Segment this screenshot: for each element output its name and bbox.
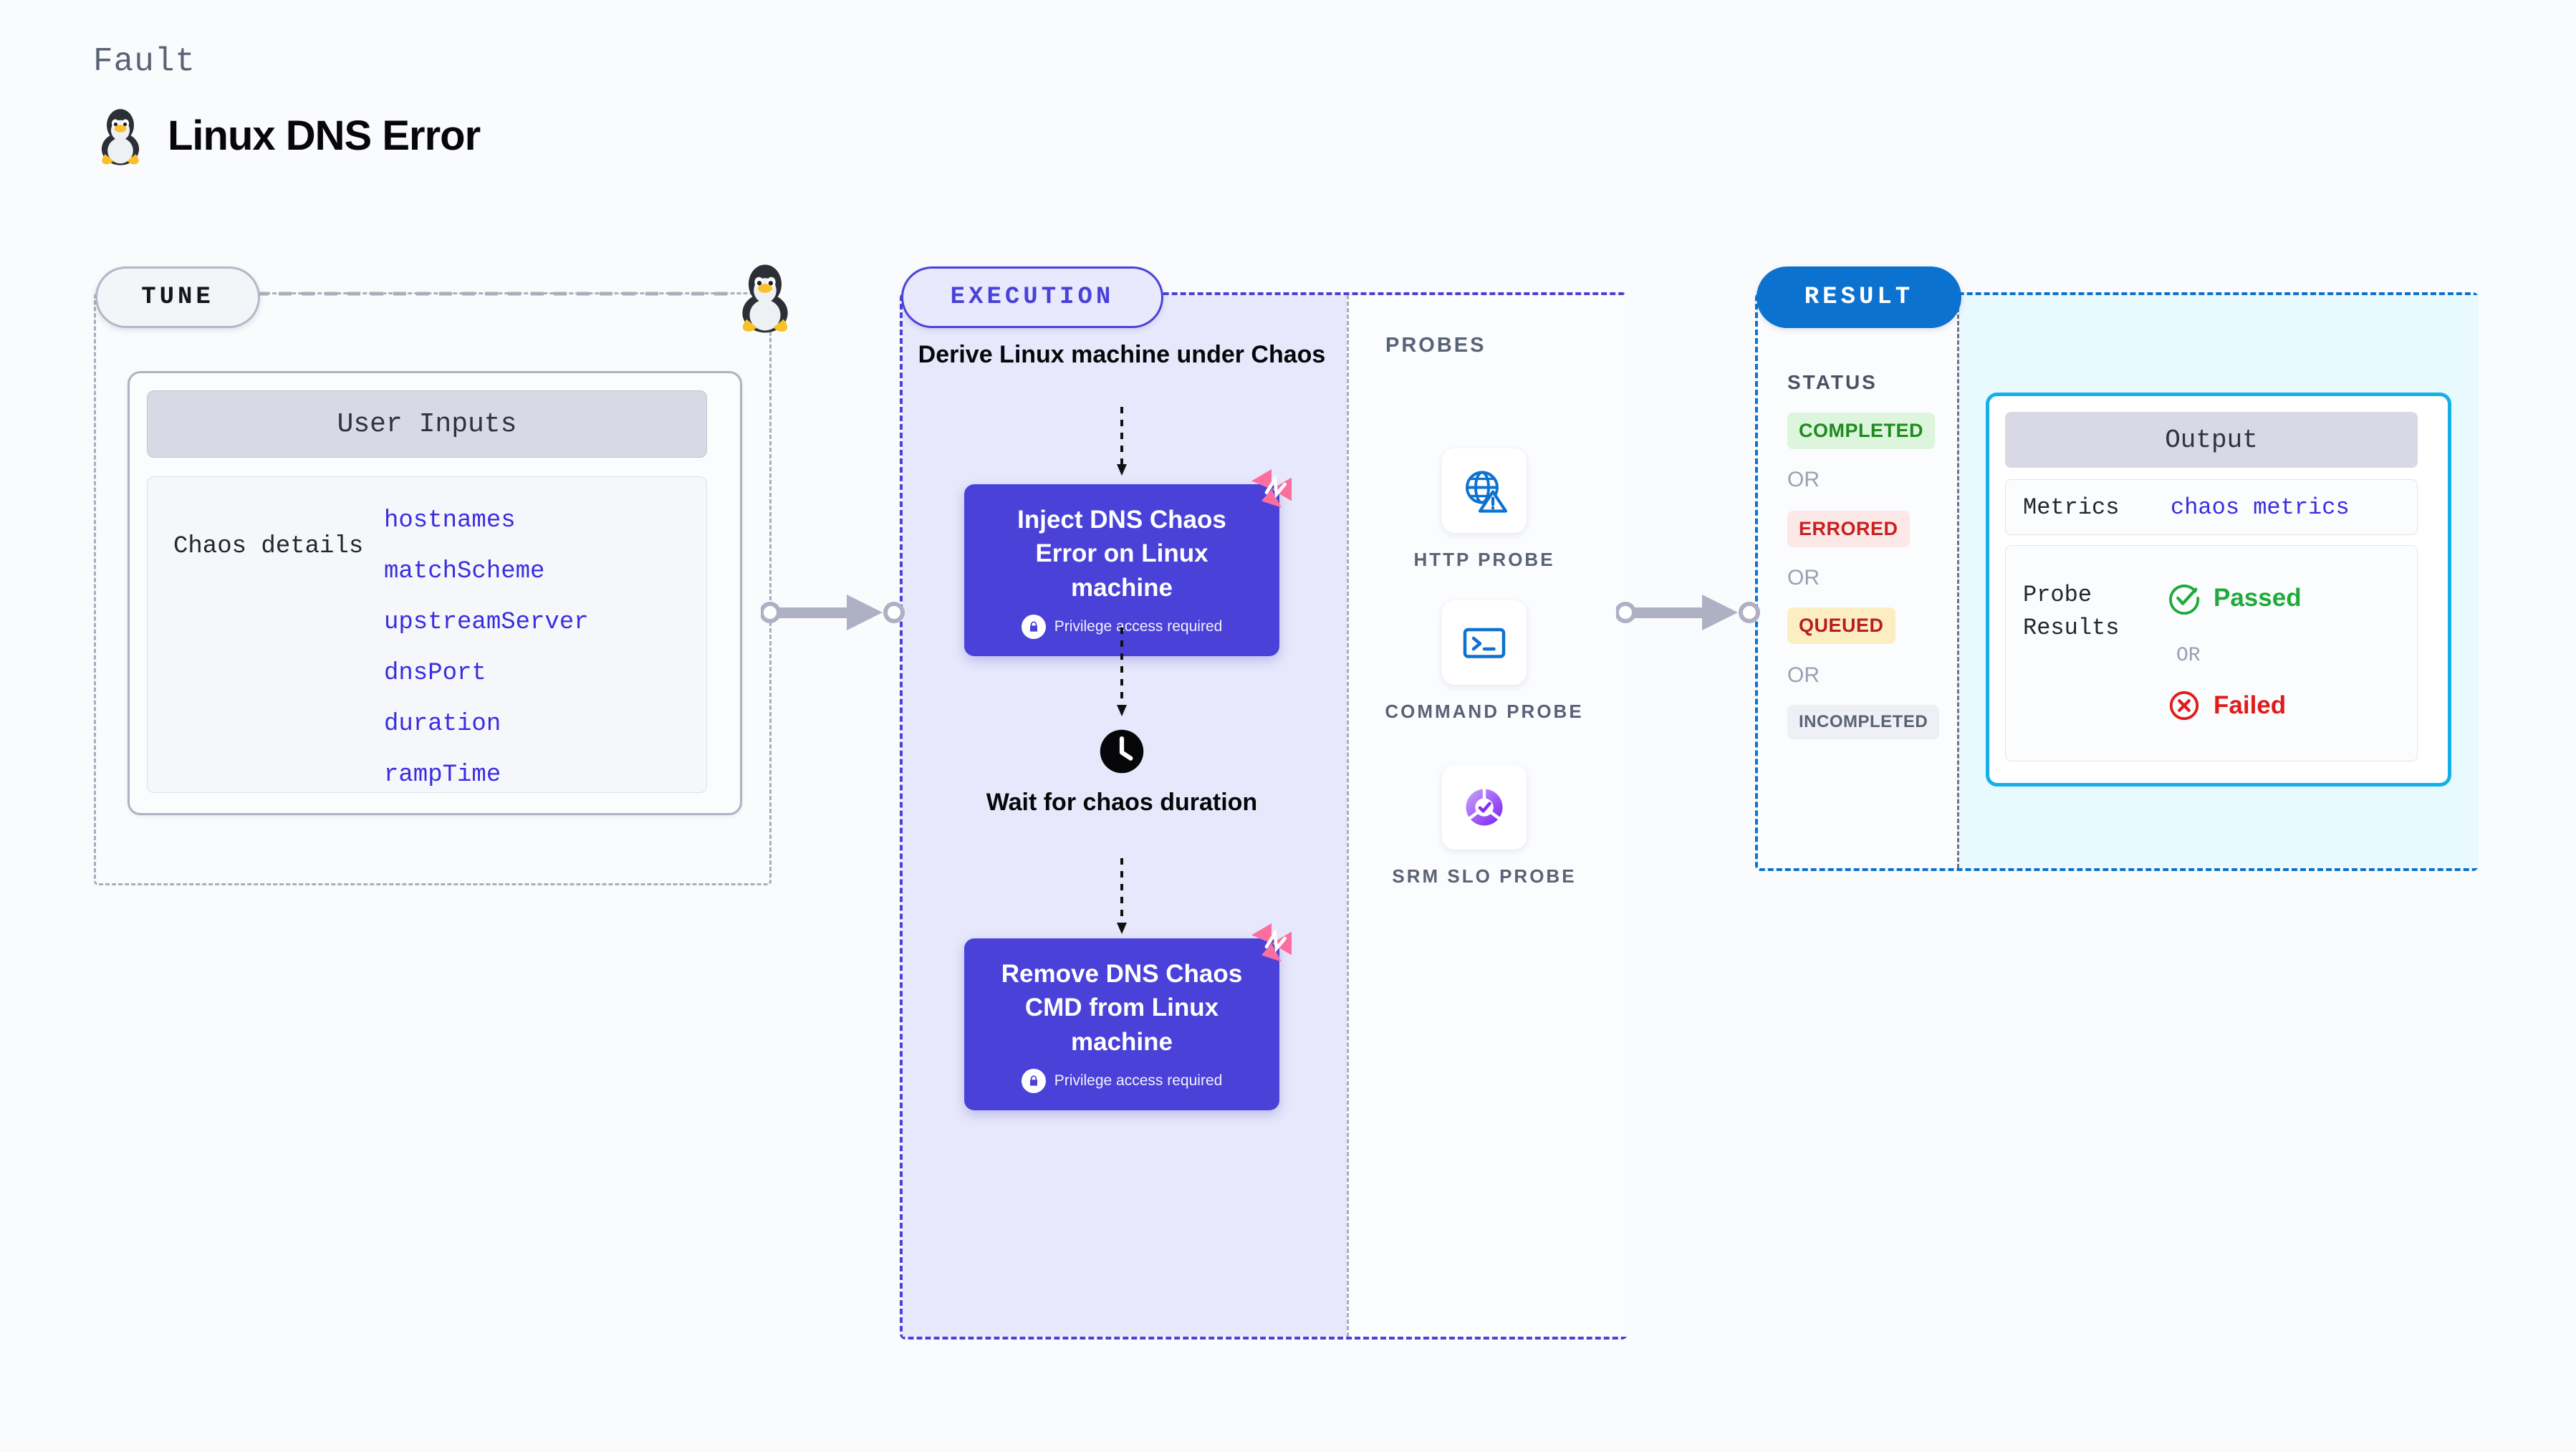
page-header: Fault Linux DNS Error bbox=[93, 43, 481, 166]
check-circle-icon bbox=[2169, 584, 2200, 615]
param-dnsport[interactable]: dnsPort bbox=[384, 660, 486, 687]
node-remove-dns-chaos[interactable]: Remove DNS Chaos CMD from Linux machine … bbox=[964, 923, 1292, 1110]
execution-flow: Derive Linux machine under Chaos Inject … bbox=[900, 292, 1344, 1340]
clock-icon bbox=[1100, 729, 1144, 774]
tune-pill-label: TUNE bbox=[95, 266, 260, 328]
status-or-1: OR bbox=[1787, 468, 1820, 491]
output-header: Output bbox=[2005, 412, 2418, 468]
probe-srm-slo-label: SRM SLO PROBE bbox=[1392, 865, 1577, 887]
param-duration[interactable]: duration bbox=[384, 711, 501, 738]
status-badge-incompleted: INCOMPLETED bbox=[1787, 705, 1940, 739]
param-upstreamserver[interactable]: upstreamServer bbox=[384, 609, 589, 636]
result-pill-label: RESULT bbox=[1756, 266, 1961, 328]
probes-divider bbox=[1347, 295, 1349, 1337]
failed-label: Failed bbox=[2214, 691, 2287, 719]
chaos-flag-icon bbox=[1251, 469, 1292, 508]
chaos-flag-icon bbox=[1251, 923, 1292, 962]
node-inject-dns-chaos[interactable]: Inject DNS Chaos Error on Linux machine … bbox=[964, 469, 1292, 656]
connector-execution-to-result bbox=[1616, 595, 1760, 630]
probe-result-failed: Failed bbox=[2168, 689, 2286, 722]
step-derive-label: Derive Linux machine under Chaos bbox=[918, 341, 1326, 368]
node-remove-badge: Privilege access required bbox=[964, 1059, 1279, 1110]
passed-label: Passed bbox=[2214, 584, 2302, 612]
tune-header-dashed-line bbox=[256, 292, 737, 296]
x-circle-icon bbox=[2169, 691, 2199, 721]
probes-title: PROBES bbox=[1385, 334, 1486, 357]
status-badge-queued: QUEUED bbox=[1787, 607, 1895, 644]
fault-kicker: Fault bbox=[93, 43, 196, 80]
chaos-details-box: Chaos details hostnames matchScheme upst… bbox=[147, 476, 707, 793]
node-remove-badge-text: Privilege access required bbox=[1054, 1072, 1223, 1089]
user-inputs-header: User Inputs bbox=[147, 390, 707, 458]
result-divider bbox=[1957, 295, 1959, 868]
step-wait-label: Wait for chaos duration bbox=[986, 789, 1258, 816]
probe-result-passed: Passed bbox=[2168, 582, 2302, 615]
flow-arrow-3 bbox=[1117, 858, 1127, 934]
slo-gauge-check-icon bbox=[1442, 765, 1527, 850]
probe-srm-slo[interactable]: SRM SLO PROBE bbox=[1344, 765, 1625, 889]
param-ramptime[interactable]: rampTime bbox=[384, 761, 501, 789]
terminal-icon bbox=[1442, 600, 1527, 685]
probe-http[interactable]: HTTP PROBE bbox=[1344, 448, 1625, 572]
metrics-label: Metrics bbox=[2023, 494, 2120, 521]
status-badge-errored: ERRORED bbox=[1787, 511, 1910, 547]
user-inputs-card: User Inputs Chaos details hostnames matc… bbox=[128, 371, 742, 815]
status-or-2: OR bbox=[1787, 566, 1820, 590]
status-or-3: OR bbox=[1787, 663, 1820, 687]
tune-panel bbox=[94, 292, 772, 885]
metrics-row: Metrics chaos metrics bbox=[2005, 479, 2418, 535]
probe-http-label: HTTP PROBE bbox=[1413, 549, 1555, 570]
fault-title-row: Linux DNS Error bbox=[93, 105, 481, 166]
param-matchscheme[interactable]: matchScheme bbox=[384, 558, 545, 585]
node-inject-title: Inject DNS Chaos Error on Linux machine bbox=[1017, 506, 1226, 602]
flow-arrow-2 bbox=[1117, 628, 1127, 716]
lock-icon bbox=[1021, 1068, 1046, 1093]
probe-command-label: COMMAND PROBE bbox=[1385, 701, 1584, 722]
probe-command[interactable]: COMMAND PROBE bbox=[1344, 600, 1625, 724]
lock-icon bbox=[1021, 614, 1046, 639]
execution-pill-label: EXECUTION bbox=[901, 266, 1163, 328]
flow-arrow-1 bbox=[1117, 407, 1127, 476]
tux-penguin-icon bbox=[101, 109, 140, 165]
metrics-value[interactable]: chaos metrics bbox=[2171, 494, 2350, 521]
status-column-fill bbox=[1758, 295, 1957, 868]
node-remove-title: Remove DNS Chaos CMD from Linux machine bbox=[1001, 960, 1243, 1056]
globe-warning-icon bbox=[1442, 448, 1527, 533]
param-hostnames[interactable]: hostnames bbox=[384, 507, 516, 534]
tux-penguin-icon bbox=[742, 264, 788, 333]
probe-result-or: OR bbox=[2176, 645, 2201, 667]
status-title: STATUS bbox=[1787, 371, 1878, 393]
probes-column: PROBES HTTP PROBE COMMAND PROBE bbox=[1344, 292, 1625, 1340]
node-inject-badge: Privilege access required bbox=[964, 605, 1279, 656]
status-badge-completed: COMPLETED bbox=[1787, 413, 1936, 449]
chaos-details-label: Chaos details bbox=[173, 533, 364, 560]
connector-tune-to-execution bbox=[761, 595, 905, 630]
node-inject-badge-text: Privilege access required bbox=[1054, 617, 1223, 635]
page-title: Linux DNS Error bbox=[168, 112, 481, 159]
chaos-parameter-list: hostnames matchScheme upstreamServer dns… bbox=[384, 507, 589, 812]
